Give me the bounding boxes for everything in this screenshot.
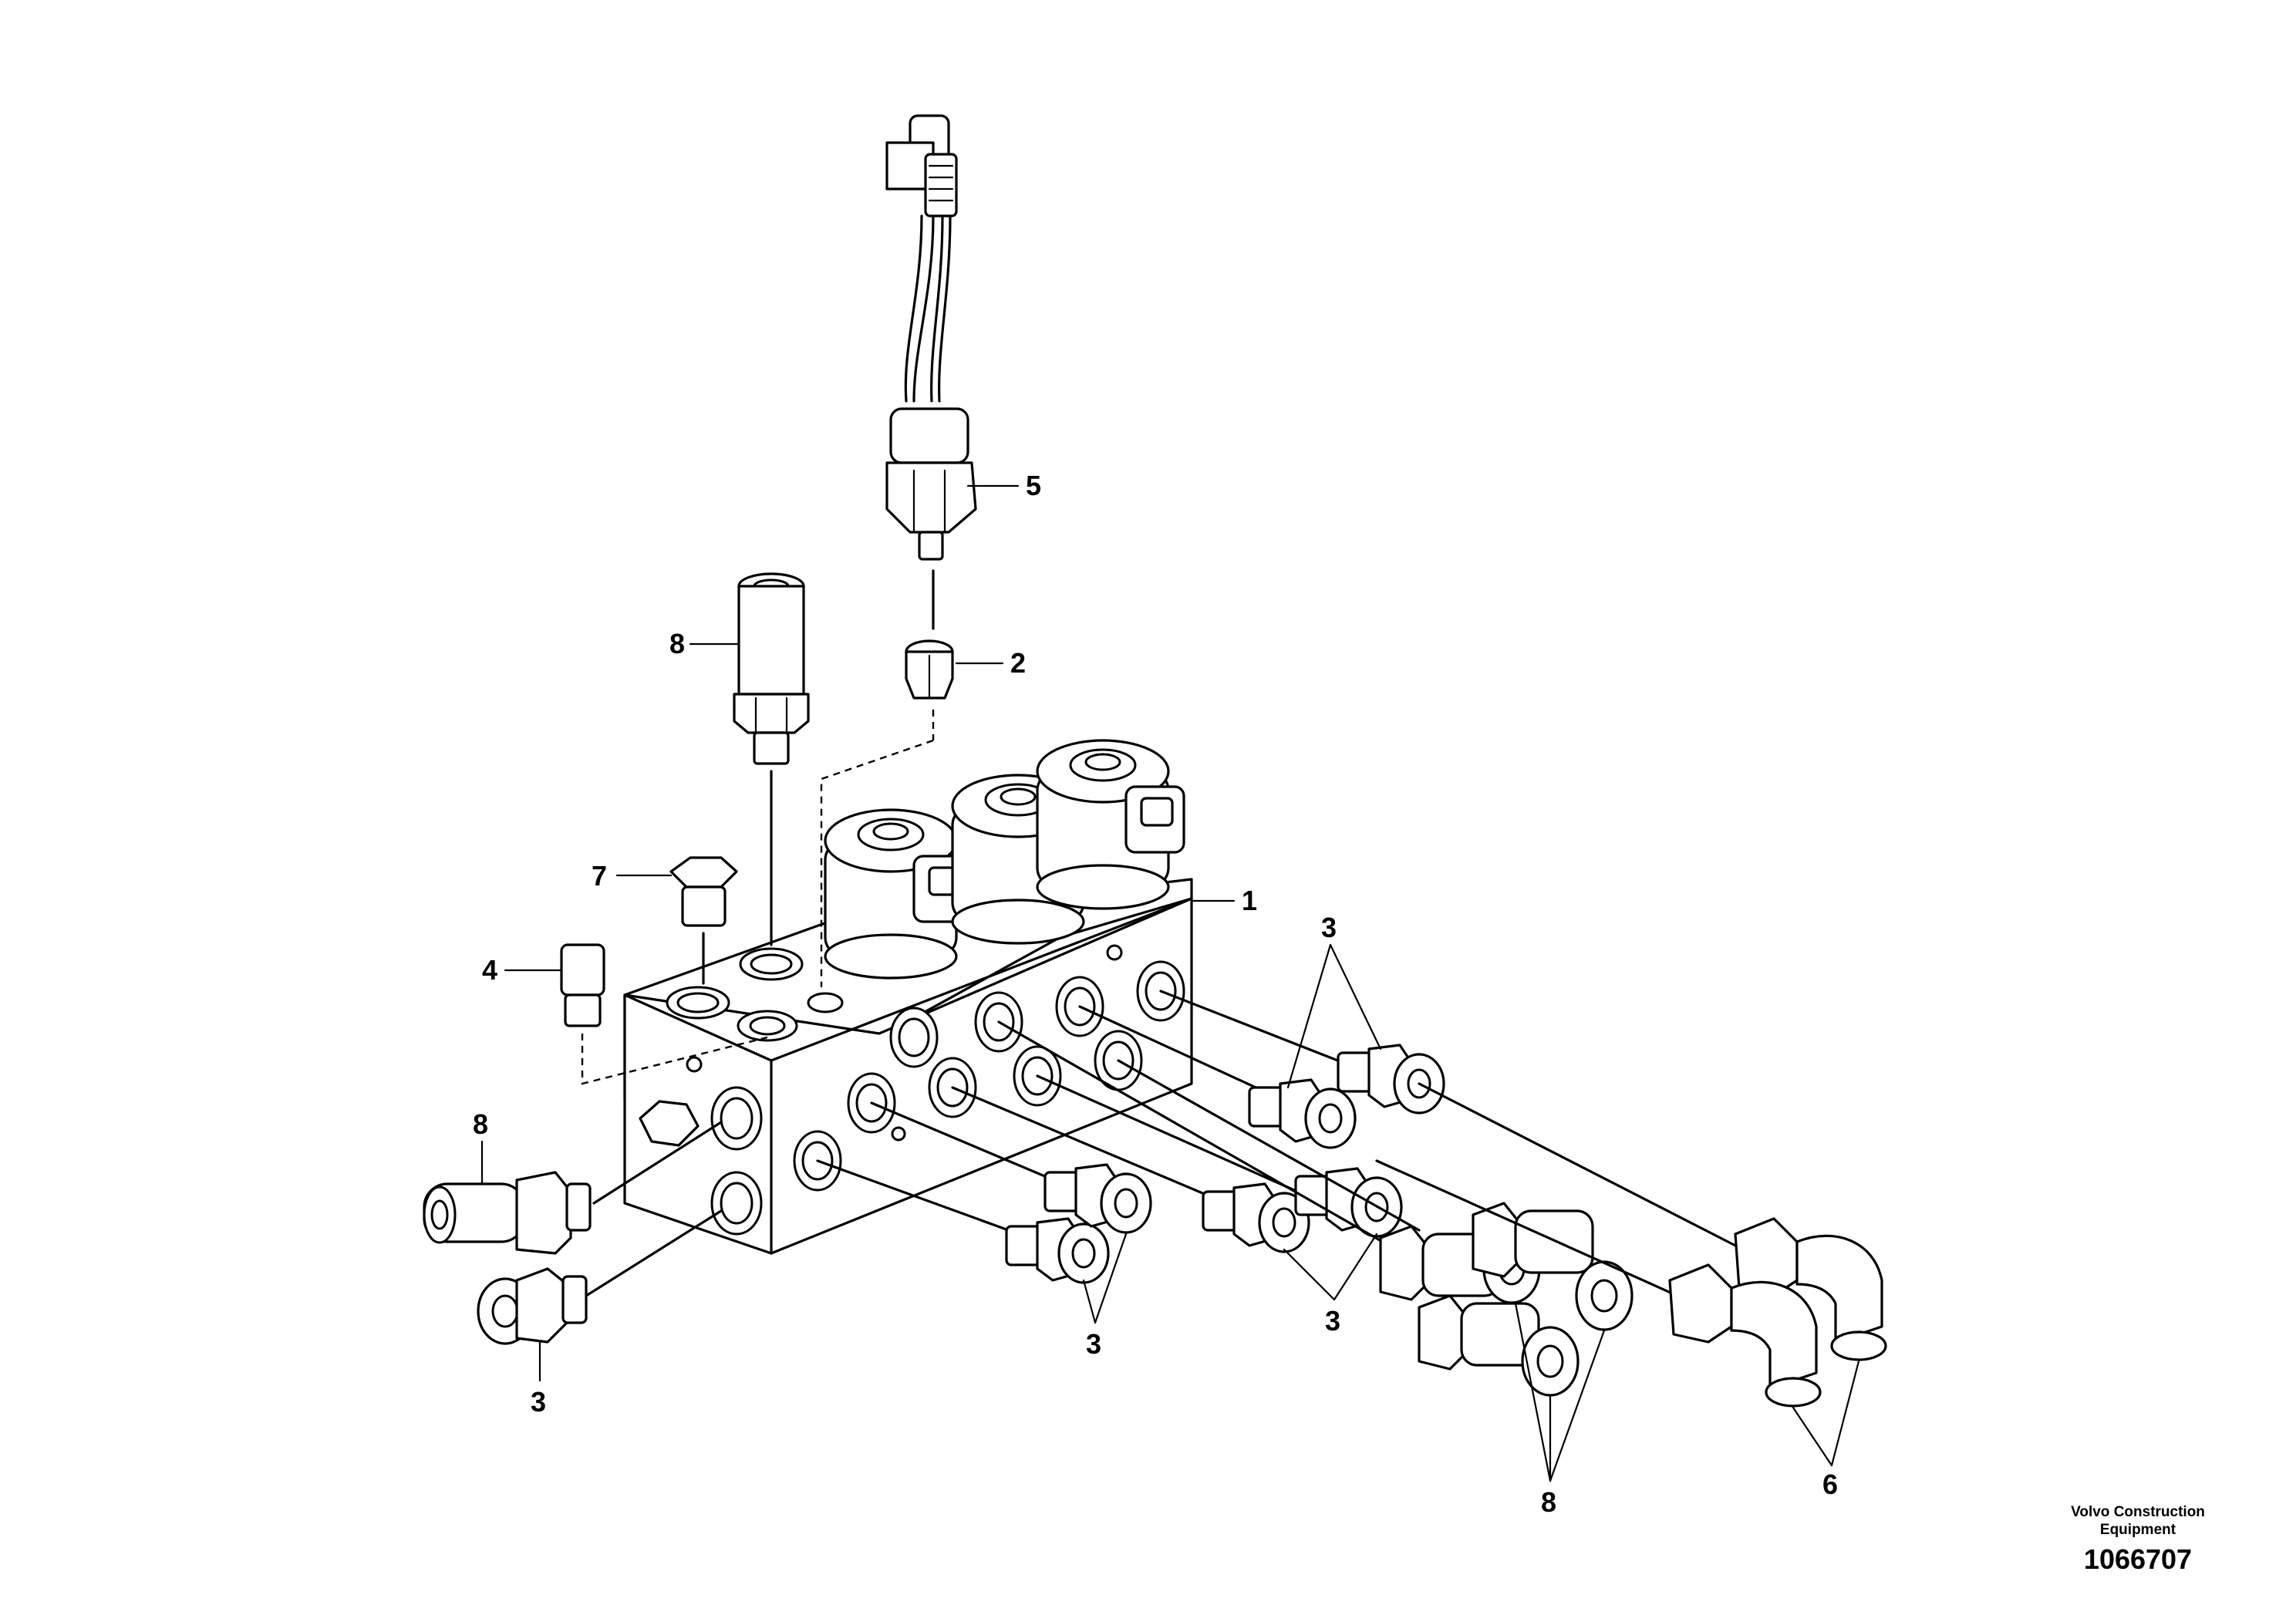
- callout-1: 1: [1242, 885, 1257, 916]
- callout-3-upper: 3: [1321, 912, 1337, 943]
- callout-5: 5: [1026, 470, 1041, 501]
- callout-6: 6: [1822, 1469, 1838, 1500]
- fitting-left-bottom: [477, 1209, 723, 1345]
- fitting-front-3: [951, 1086, 1310, 1253]
- breather-top: [733, 572, 810, 946]
- solenoid-valve-right: [1036, 739, 1185, 910]
- callout-3-left: 3: [531, 1386, 546, 1418]
- pressure-sensor-with-harness: [885, 114, 977, 630]
- callout-8-left: 8: [473, 1108, 488, 1140]
- solenoid-valves: [824, 739, 1185, 980]
- callout-7: 7: [592, 860, 607, 892]
- fitting-upper-2: [1078, 1005, 1357, 1149]
- fitting-front-1: [816, 1159, 1110, 1284]
- figure-number: 1066707: [2083, 1543, 2193, 1575]
- fitting-front-2: [870, 1101, 1152, 1234]
- callout-2: 2: [1010, 647, 1026, 679]
- plug-4: [560, 943, 768, 1085]
- callout-4: 4: [482, 954, 497, 986]
- company-name: Volvo Construction Equipment: [2071, 1504, 2205, 1538]
- elbow-fitting-1: [1418, 1082, 1887, 1361]
- adapter-fitting: [820, 639, 954, 987]
- callout-8-right: 8: [1541, 1486, 1556, 1518]
- elbow-fitting-2: [1375, 1159, 1822, 1408]
- solenoid-valve-left: [824, 808, 973, 980]
- plug-7: [669, 856, 738, 985]
- callout-3-lower: 3: [1086, 1328, 1101, 1360]
- figure-footer: Volvo Construction Equipment 1066707: [2053, 1503, 2223, 1576]
- leader-lines: [480, 484, 1860, 1482]
- callout-labels: 1 2 5 8 7 4 8 3 3 3 3 8 6: [473, 470, 1838, 1518]
- callout-3-middle: 3: [1325, 1305, 1340, 1337]
- breather-left: [423, 1121, 723, 1255]
- breather-right-3: [1117, 1059, 1580, 1397]
- breather-right-2: [1472, 1202, 1633, 1331]
- callout-8-top: 8: [669, 628, 685, 659]
